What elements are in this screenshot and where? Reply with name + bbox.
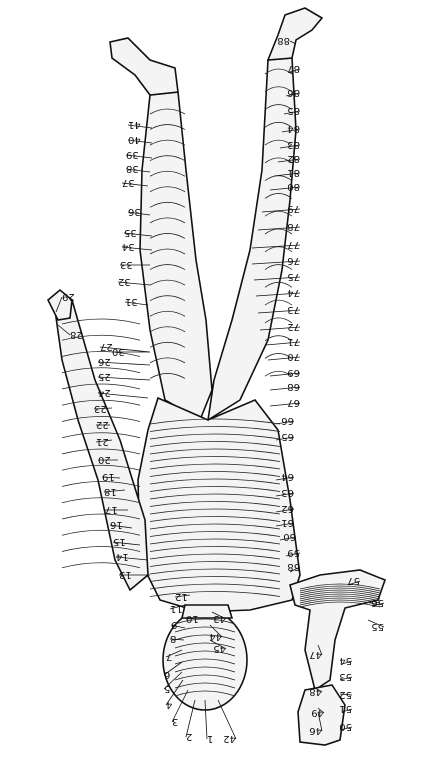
label-71: 71 [287, 336, 300, 347]
label-69: 69 [287, 367, 300, 378]
label-16: 16 [110, 519, 123, 530]
label-9: 9 [171, 619, 177, 630]
label-23: 23 [94, 403, 107, 414]
label-67: 67 [287, 397, 300, 408]
label-53: 53 [339, 671, 352, 682]
label-36: 36 [128, 206, 141, 217]
label-73: 73 [287, 304, 300, 315]
right-leg [208, 58, 296, 420]
label-39: 39 [126, 149, 139, 160]
label-4: 4 [166, 699, 172, 710]
label-3: 3 [172, 716, 178, 727]
label-48: 48 [309, 686, 322, 697]
label-66: 66 [281, 415, 294, 426]
label-37: 37 [122, 177, 135, 188]
label-41: 41 [128, 119, 141, 130]
label-7: 7 [166, 651, 172, 662]
label-6: 6 [164, 669, 170, 680]
label-2: 2 [186, 731, 192, 742]
label-65: 65 [281, 431, 294, 442]
label-62: 62 [281, 503, 294, 514]
label-76: 76 [287, 255, 300, 266]
label-26: 26 [98, 356, 111, 367]
label-77: 77 [287, 239, 300, 250]
label-40: 40 [128, 134, 141, 145]
right-foot [268, 8, 322, 60]
label-33: 33 [120, 259, 133, 270]
label-27: 27 [100, 341, 113, 352]
label-42: 42 [223, 733, 236, 744]
label-24: 24 [98, 387, 111, 398]
label-75: 75 [287, 271, 300, 282]
label-22: 22 [96, 419, 109, 430]
label-84: 84 [287, 123, 300, 134]
label-18: 18 [104, 486, 117, 497]
label-72: 72 [287, 321, 300, 332]
label-81: 81 [287, 167, 300, 178]
label-44: 44 [209, 631, 222, 642]
label-47: 47 [309, 649, 322, 660]
label-83: 83 [287, 139, 300, 150]
label-49: 49 [311, 707, 324, 718]
label-30: 30 [112, 346, 125, 357]
label-32: 32 [118, 276, 131, 287]
label-51: 51 [339, 703, 352, 714]
label-5: 5 [164, 683, 170, 694]
label-79: 79 [287, 203, 300, 214]
label-56: 56 [371, 597, 384, 608]
label-63: 63 [281, 487, 294, 498]
label-20: 20 [98, 454, 111, 465]
label-64: 64 [281, 471, 294, 482]
label-86: 86 [287, 87, 300, 98]
label-38: 38 [126, 163, 139, 174]
label-85: 85 [287, 105, 300, 116]
label-82: 82 [287, 153, 300, 164]
label-78: 78 [287, 221, 300, 232]
label-8: 8 [170, 633, 176, 644]
label-25: 25 [98, 371, 111, 382]
label-14: 14 [116, 551, 129, 562]
label-87: 87 [287, 63, 300, 74]
label-68: 68 [287, 381, 300, 392]
label-34: 34 [122, 241, 135, 252]
label-43: 43 [213, 613, 226, 624]
label-60: 60 [283, 531, 296, 542]
label-45: 45 [213, 643, 226, 654]
label-50: 50 [339, 721, 352, 732]
label-59: 59 [287, 547, 300, 558]
label-61: 61 [281, 517, 294, 528]
label-52: 52 [339, 689, 352, 700]
label-12: 12 [175, 591, 188, 602]
label-54: 54 [339, 655, 352, 666]
left-foot [110, 38, 178, 95]
label-10: 10 [186, 613, 199, 624]
label-17: 17 [105, 504, 118, 515]
label-70: 70 [287, 351, 300, 362]
label-58: 58 [287, 561, 300, 572]
label-35: 35 [124, 227, 137, 238]
label-80: 80 [287, 181, 300, 192]
label-15: 15 [113, 536, 126, 547]
label-88: 88 [277, 35, 290, 46]
label-31: 31 [125, 296, 138, 307]
label-28: 28 [70, 329, 83, 340]
label-29: 29 [62, 291, 75, 302]
label-74: 74 [287, 287, 300, 298]
label-46: 46 [309, 725, 322, 736]
label-55: 55 [371, 621, 384, 632]
label-21: 21 [96, 436, 109, 447]
label-13: 13 [119, 569, 132, 580]
label-57: 57 [347, 575, 360, 586]
label-19: 19 [102, 471, 115, 482]
label-11: 11 [170, 603, 183, 614]
label-1: 1 [207, 733, 213, 744]
